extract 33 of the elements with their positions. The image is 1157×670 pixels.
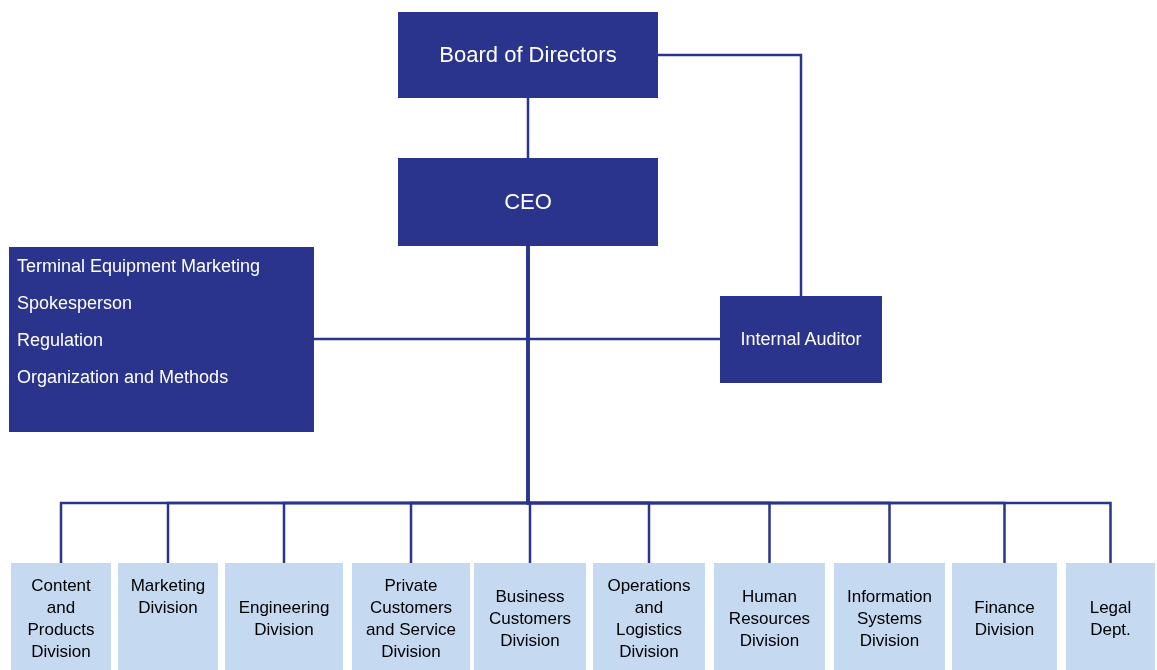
box-label: CEO — [504, 189, 552, 215]
box-label: Business Customers Division — [487, 586, 573, 652]
org-box — [398, 158, 658, 246]
box-label: Internal Auditor — [740, 329, 862, 350]
division-box — [11, 563, 111, 670]
division-box — [225, 563, 343, 670]
box-label: Organization and Methods — [17, 366, 229, 389]
division-box — [352, 563, 470, 670]
box-label: Marketing Division — [129, 575, 207, 619]
division-box — [118, 563, 218, 670]
box-label: Terminal Equipment Marketing — [17, 255, 261, 278]
division-box — [593, 563, 705, 670]
org-box — [720, 296, 882, 383]
connector-line — [658, 53, 803, 296]
box-label: Operations and Logistics Division — [606, 575, 692, 663]
box-label: Engineering Division — [237, 597, 331, 641]
box-label: Content and Products Division — [26, 575, 96, 663]
box-label: Regulation — [17, 329, 104, 352]
box-label: Finance Division — [973, 597, 1036, 641]
division-box — [474, 563, 586, 670]
box-label: Board of Directors — [439, 42, 617, 68]
org-box — [9, 247, 314, 432]
box-label: Human Resources Division — [727, 586, 812, 652]
division-box — [1066, 563, 1155, 670]
division-box — [834, 563, 945, 670]
box-label: Spokesperson — [17, 292, 133, 315]
box-label: Legal Dept. — [1088, 597, 1133, 641]
connector-line — [526, 98, 530, 158]
org-box — [398, 12, 658, 98]
box-label: Information Systems Division — [845, 586, 933, 652]
box-label: Private Customers and Service Division — [365, 575, 457, 663]
division-box — [714, 563, 825, 670]
division-box — [952, 563, 1057, 670]
